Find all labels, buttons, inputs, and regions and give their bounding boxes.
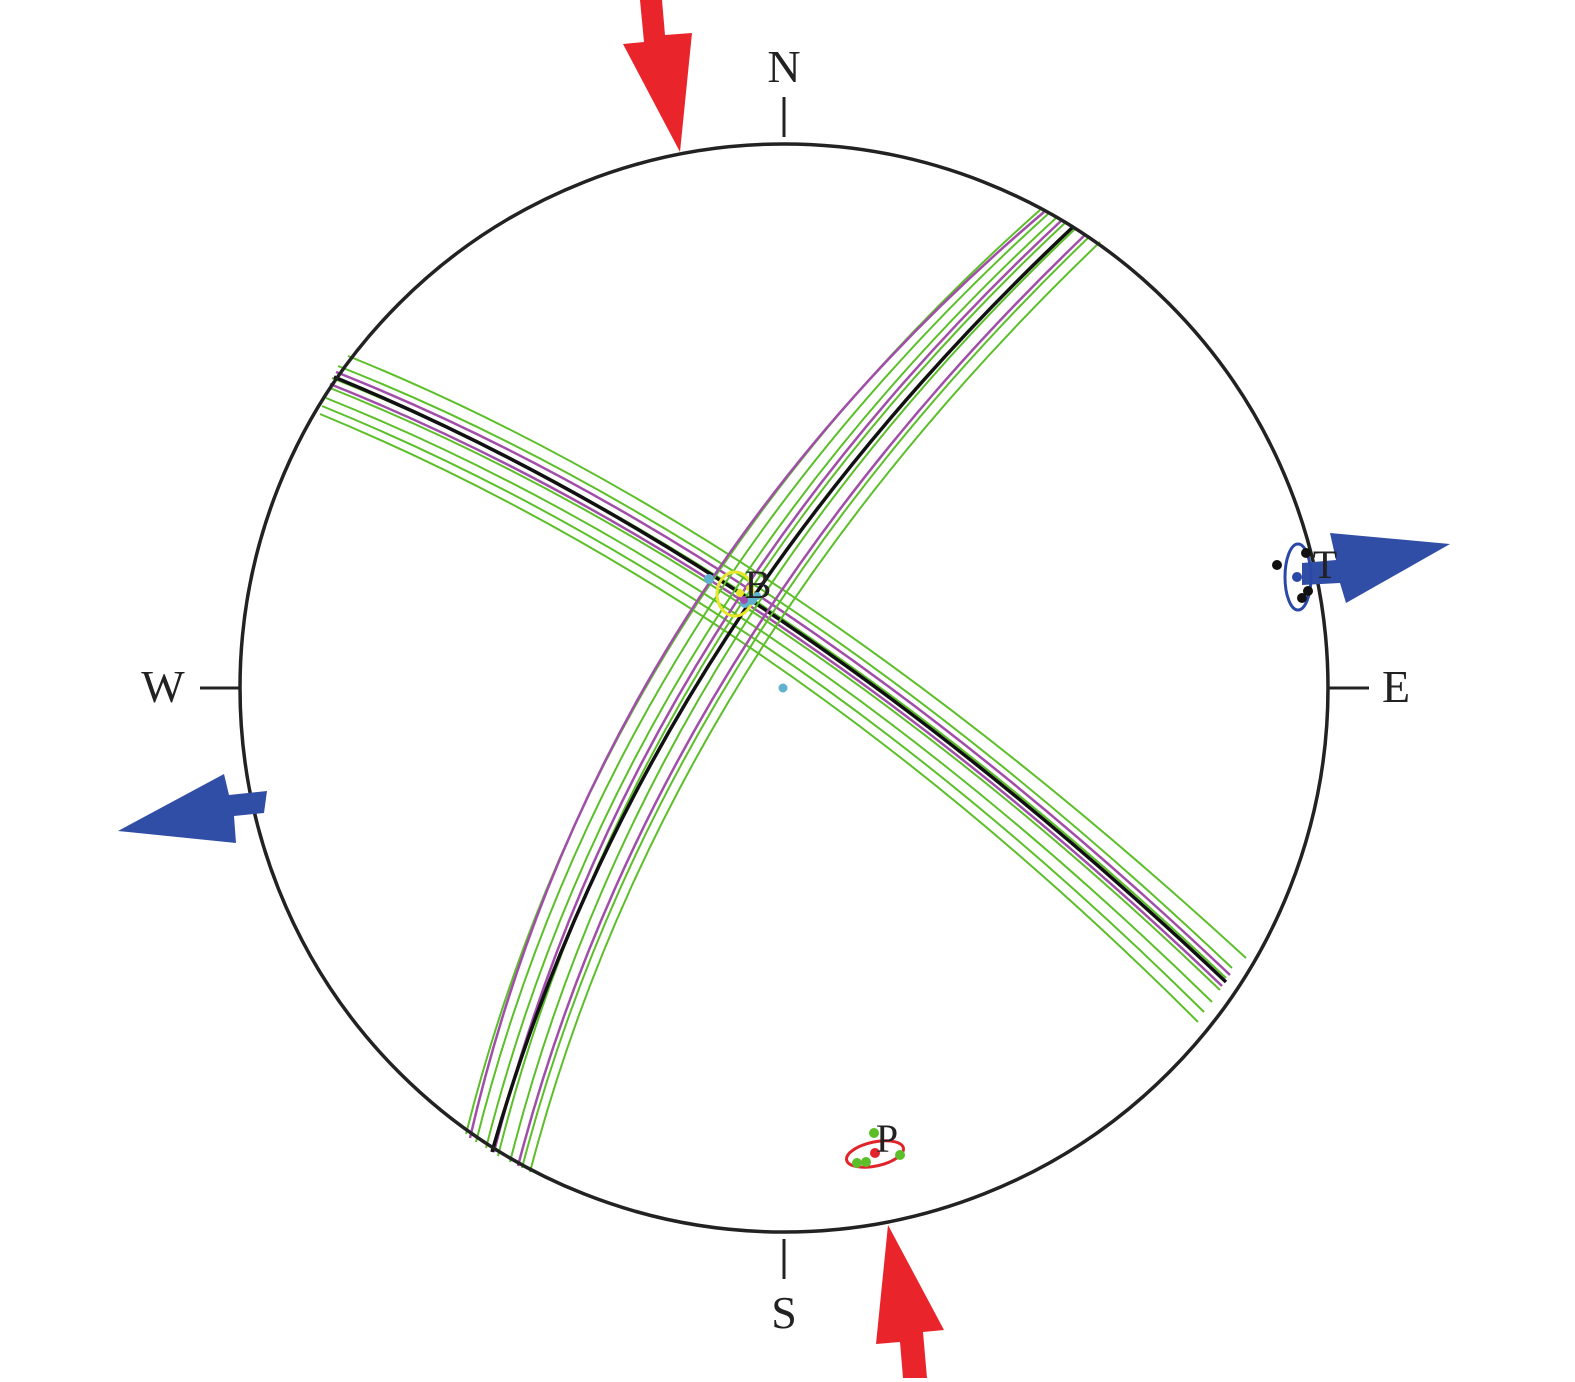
p-axis-cluster [845,1128,905,1169]
nodal-plane-2 [490,224,1076,1153]
center-point [778,683,788,693]
b-axis-cluster [704,570,761,618]
t-axis-confidence-ellipse [1283,542,1313,612]
p-axis-label: P [876,1116,898,1161]
t-axis-label: T [1313,542,1337,587]
compression-arrow-north [623,0,692,152]
nodal-plane-2-alt-solutions [468,211,1087,1167]
b-axis-label: B [745,562,772,607]
extension-arrow-east [1302,533,1450,603]
b-axis-confidence-ellipse [715,570,755,618]
compression-arrow-south [876,1225,944,1378]
east-label: E [1382,661,1410,712]
nodal-plane-2-solutions [465,209,1101,1173]
west-label: W [141,661,185,712]
north-label: N [767,41,800,92]
extension-arrow-west [118,774,267,843]
direction-ticks [200,97,1369,1279]
t-axis-cluster [1272,542,1313,612]
south-label: S [771,1287,797,1338]
nodal-plane-1-alt-solutions [329,370,1231,987]
p-axis-confidence-ellipse [845,1139,905,1169]
